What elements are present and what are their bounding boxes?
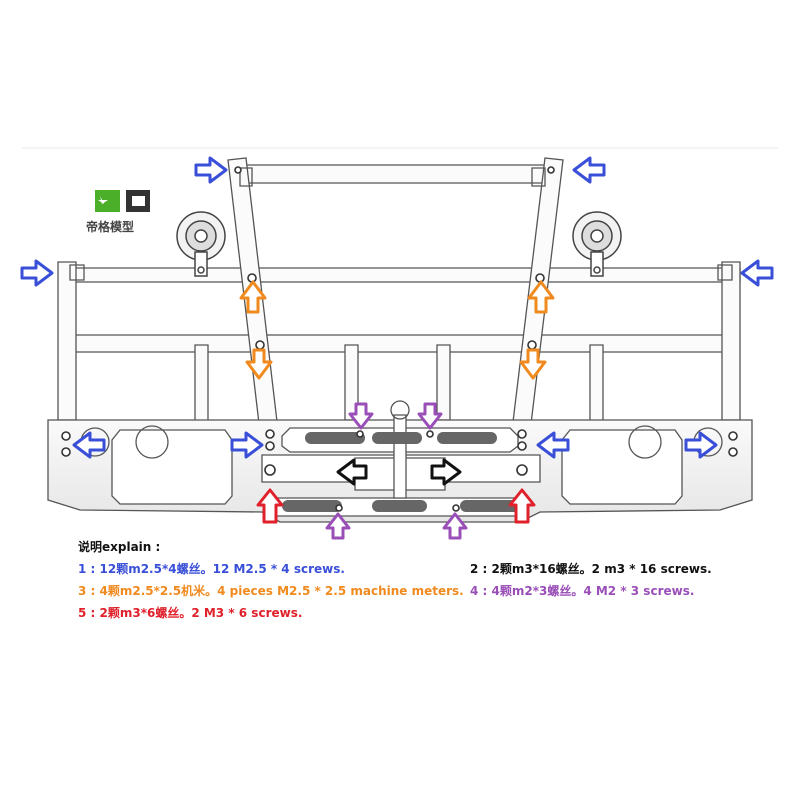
legend-item-5: 5 : 2颗m3*6螺丝。2 M3 * 6 screws. xyxy=(78,606,303,620)
blue-arrow-right xyxy=(194,156,228,184)
blue-arrow-left xyxy=(740,259,774,287)
red-arrow-up xyxy=(508,488,536,524)
purple-arrow-down xyxy=(348,402,374,430)
orange-arrow-up xyxy=(527,280,555,314)
black-arrow-left xyxy=(336,458,368,486)
blue-arrow-left xyxy=(72,431,106,459)
orange-arrow-down xyxy=(245,348,273,380)
blue-arrow-right xyxy=(684,431,718,459)
explain-heading: 说明explain : xyxy=(78,540,161,554)
brand-name: 帝格模型 xyxy=(86,220,135,234)
blue-arrow-left xyxy=(572,156,606,184)
purple-arrow-down xyxy=(417,402,443,430)
blue-arrow-right xyxy=(20,259,54,287)
orange-arrow-up xyxy=(239,280,267,314)
purple-arrow-up xyxy=(442,512,468,540)
blue-arrow-right xyxy=(230,431,264,459)
legend-item-2: 2 : 2颗m3*16螺丝。2 m3 * 16 screws. xyxy=(470,562,712,576)
red-arrow-up xyxy=(256,488,284,524)
black-arrow-right xyxy=(430,458,462,486)
legend-item-3: 3 : 4颗m2.5*2.5机米。4 pieces M2.5 * 2.5 mac… xyxy=(78,584,464,598)
brand-logo-icon xyxy=(95,190,150,212)
purple-arrow-up xyxy=(325,512,351,540)
orange-arrow-down xyxy=(519,348,547,380)
legend-item-4: 4 : 4颗m2*3螺丝。4 M2 * 3 screws. xyxy=(470,584,695,598)
blue-arrow-left xyxy=(536,431,570,459)
legend-item-1: 1 : 12颗m2.5*4螺丝。12 M2.5 * 4 screws. xyxy=(78,562,345,576)
